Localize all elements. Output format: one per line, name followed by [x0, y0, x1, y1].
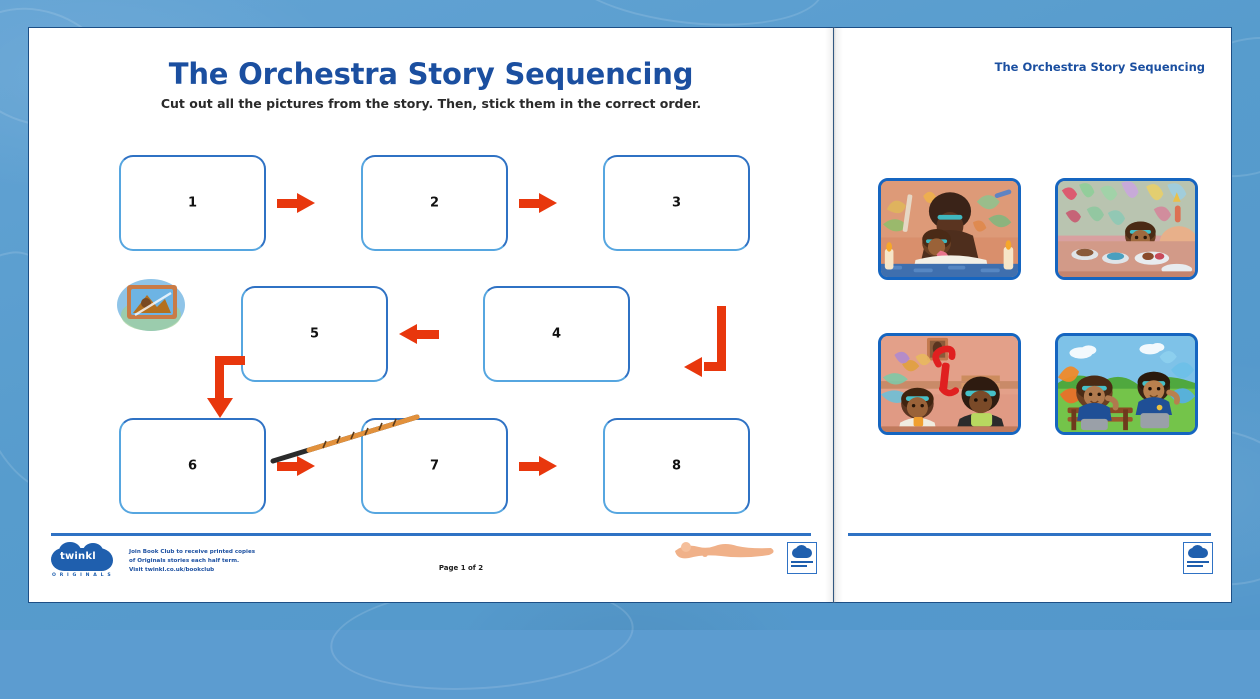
hand-decoration-icon [669, 533, 779, 561]
arrow-1-to-2-icon [277, 193, 317, 213]
arrow-6-to-7-icon [277, 456, 317, 476]
footer-divider-right [848, 533, 1211, 536]
sequencing-grid: 1 2 3 4 [29, 28, 835, 604]
arrow-5-to-6-elbow-icon [207, 356, 257, 426]
arrow-4-to-5-icon [399, 324, 439, 344]
sequence-box-number: 3 [671, 195, 682, 211]
sequence-box-number: 1 [187, 195, 198, 211]
sequence-box-number: 8 [671, 458, 682, 474]
twinkl-tagline: O R I G I N A L S [52, 573, 112, 578]
promo-line-2: of Originals stories each half term. [129, 558, 240, 565]
cutout-park-bench[interactable] [1055, 333, 1198, 435]
sequence-box-number: 2 [429, 195, 440, 211]
sequence-box-8[interactable]: 8 [603, 418, 750, 514]
worksheet-page-left: The Orchestra Story Sequencing Cut out a… [28, 27, 834, 603]
page-number: Page 1 of 2 [438, 564, 484, 572]
sequence-box-2[interactable]: 2 [361, 155, 508, 251]
sequence-box-number: 7 [429, 458, 440, 474]
sequence-box-5[interactable]: 5 [241, 286, 388, 382]
sequence-box-number: 6 [187, 458, 198, 474]
sequence-box-1[interactable]: 1 [119, 155, 266, 251]
conductor-baton-decoration-icon [267, 413, 427, 465]
sequence-box-6[interactable]: 6 [119, 418, 266, 514]
picture-frame-decoration-icon [113, 273, 193, 333]
sequence-box-3[interactable]: 3 [603, 155, 750, 251]
promo-line-3: Visit twinkl.co.uk/bookclub [129, 567, 215, 574]
twinkl-badge-right-icon [1183, 542, 1213, 574]
page-title: The Orchestra Story Sequencing [168, 57, 694, 91]
promo-line-1: Join Book Club to receive printed copies [129, 549, 256, 555]
arrow-3-to-4-elbow-icon [684, 306, 734, 378]
cutout-birthday-party[interactable] [1055, 178, 1198, 280]
cutout-two-children-indoors[interactable] [878, 333, 1021, 435]
worksheet-spread: The Orchestra Story Sequencing Cut out a… [28, 27, 1232, 603]
footer-divider [51, 533, 811, 536]
sequence-box-4[interactable]: 4 [483, 286, 630, 382]
cutout-bedtime-story[interactable] [878, 178, 1021, 280]
worksheet-page-right: The Orchestra Story Sequencing [834, 27, 1232, 603]
sequence-box-number: 5 [309, 326, 320, 342]
twinkl-badge-left-icon [787, 542, 817, 574]
twinkl-wordmark: twinkl [60, 551, 96, 562]
arrow-7-to-8-icon [519, 456, 559, 476]
sequence-box-7[interactable]: 7 [361, 418, 508, 514]
arrow-2-to-3-icon [519, 193, 559, 213]
right-page-title: The Orchestra Story Sequencing [994, 60, 1205, 74]
twinkl-logo-icon: twinkl O R I G I N A L S [51, 542, 113, 582]
footer-promo-text: Join Book Club to receive printed copies… [129, 548, 419, 575]
page-subtitle: Cut out all the pictures from the story.… [160, 96, 702, 111]
cutout-pictures-grid [878, 178, 1198, 468]
sequence-box-number: 4 [551, 326, 562, 342]
page-footer: twinkl O R I G I N A L S Join Book Club … [51, 542, 811, 592]
